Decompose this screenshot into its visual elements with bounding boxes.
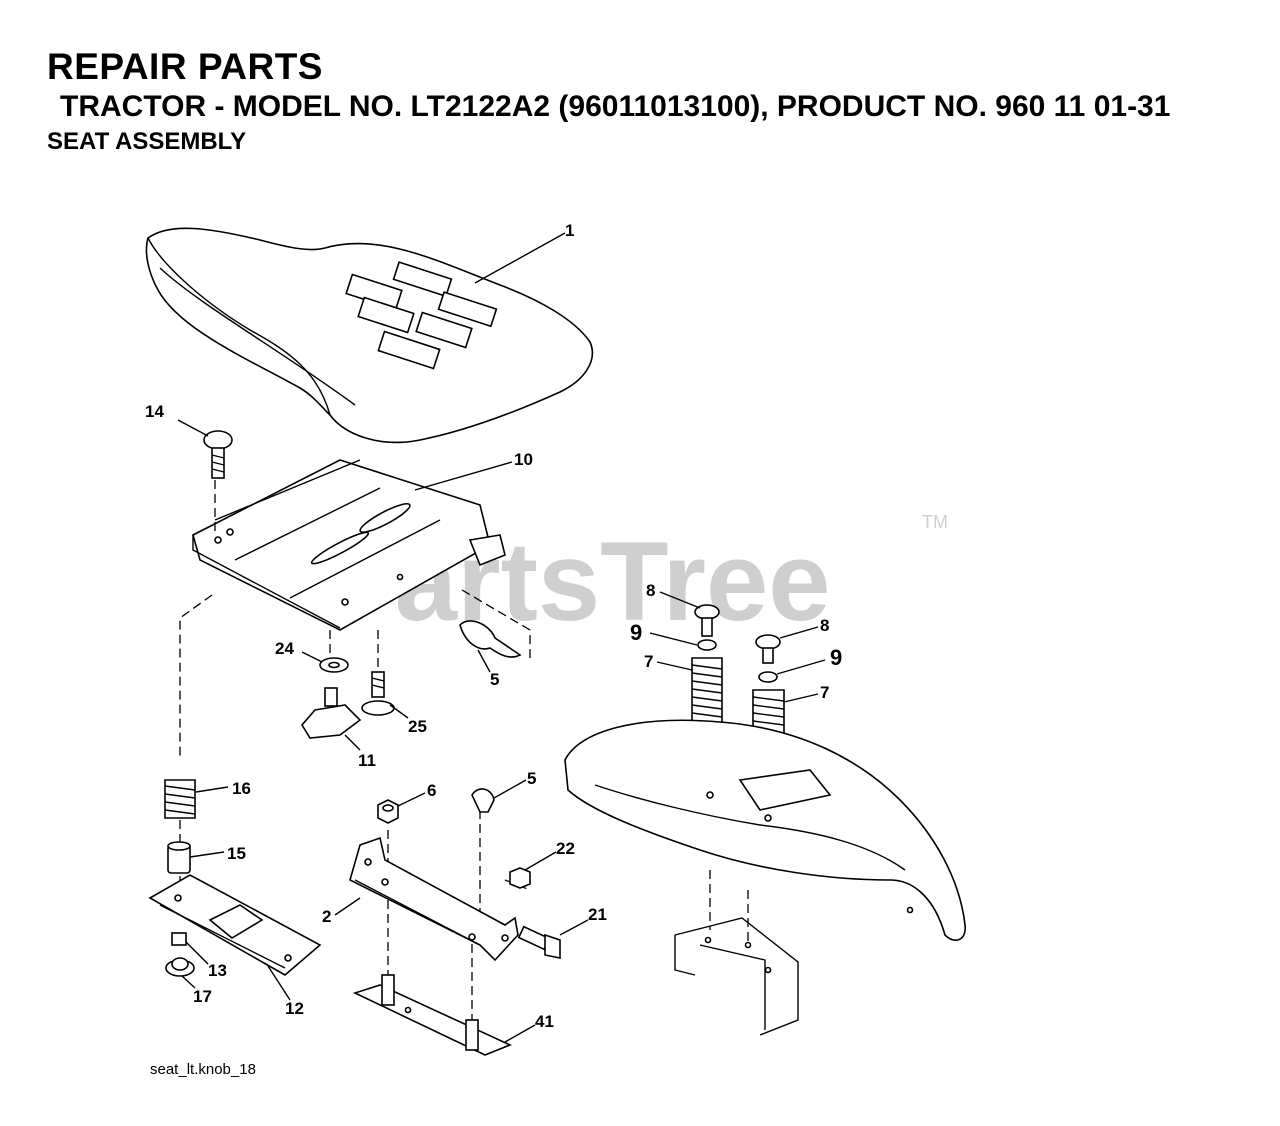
callout-12: 12 <box>285 999 304 1018</box>
mounting-plate-part[interactable] <box>352 974 513 1056</box>
cable-clip-part-upper[interactable] <box>459 620 522 658</box>
callout-14: 14 <box>145 402 164 421</box>
nut-part[interactable] <box>171 932 187 946</box>
seat-part[interactable] <box>145 227 594 444</box>
callout-21: 21 <box>588 905 607 924</box>
spacer-part[interactable] <box>167 841 191 874</box>
callout-41: 41 <box>535 1012 554 1031</box>
callout-15: 15 <box>227 844 246 863</box>
callout-1: 1 <box>565 221 574 240</box>
callout-24: 24 <box>275 639 294 658</box>
carriage-bolt-part[interactable] <box>203 430 233 479</box>
callout-16: 16 <box>232 779 251 798</box>
seat-pan-part[interactable] <box>192 459 506 631</box>
hex-nut-part[interactable] <box>377 799 399 824</box>
washer-part[interactable] <box>319 657 349 673</box>
diagram-header: REPAIR PARTS TRACTOR - MODEL NO. LT2122A… <box>0 0 1280 170</box>
lock-nut-part[interactable] <box>509 867 531 889</box>
drawing-id: seat_lt.knob_18 <box>150 1061 256 1078</box>
callout-22: 22 <box>556 839 575 858</box>
section-title: SEAT ASSEMBLY <box>47 128 247 155</box>
callout-25: 25 <box>408 717 427 736</box>
callout-9-left: 9 <box>630 620 642 645</box>
callout-5-lower: 5 <box>527 769 536 788</box>
callout-7-left: 7 <box>644 652 653 671</box>
callout-10: 10 <box>514 450 533 469</box>
callout-13: 13 <box>208 961 227 980</box>
knob-part[interactable] <box>301 687 362 739</box>
slide-bracket-part[interactable] <box>148 874 322 976</box>
seat-bracket-part[interactable] <box>349 836 519 962</box>
frame-bracket-part[interactable] <box>674 917 799 1036</box>
callout-11: 11 <box>358 751 376 770</box>
shoulder-bolt-part[interactable] <box>361 671 395 716</box>
watermark-tm: TM <box>922 512 948 532</box>
callout-8-right: 8 <box>820 616 829 635</box>
callout-17: 17 <box>193 987 212 1006</box>
spring-part-small[interactable] <box>164 779 196 819</box>
fender-part[interactable] <box>564 719 966 941</box>
callout-6: 6 <box>427 781 436 800</box>
callout-8-left: 8 <box>646 581 655 600</box>
cable-clip-part-lower[interactable] <box>471 788 495 813</box>
callout-9-right: 9 <box>830 645 842 670</box>
page-title: REPAIR PARTS <box>47 46 323 87</box>
callout-5-upper: 5 <box>490 670 499 689</box>
callout-2: 2 <box>322 907 331 926</box>
model-subtitle: TRACTOR - MODEL NO. LT2122A2 (9601101310… <box>60 90 1171 123</box>
hex-bolt-part[interactable] <box>517 925 561 959</box>
flange-nut-part[interactable] <box>165 957 195 977</box>
callout-labels: 1 14 10 24 5 25 11 16 15 6 5 22 2 21 13 … <box>145 221 842 1043</box>
callout-7-right: 7 <box>820 683 829 702</box>
